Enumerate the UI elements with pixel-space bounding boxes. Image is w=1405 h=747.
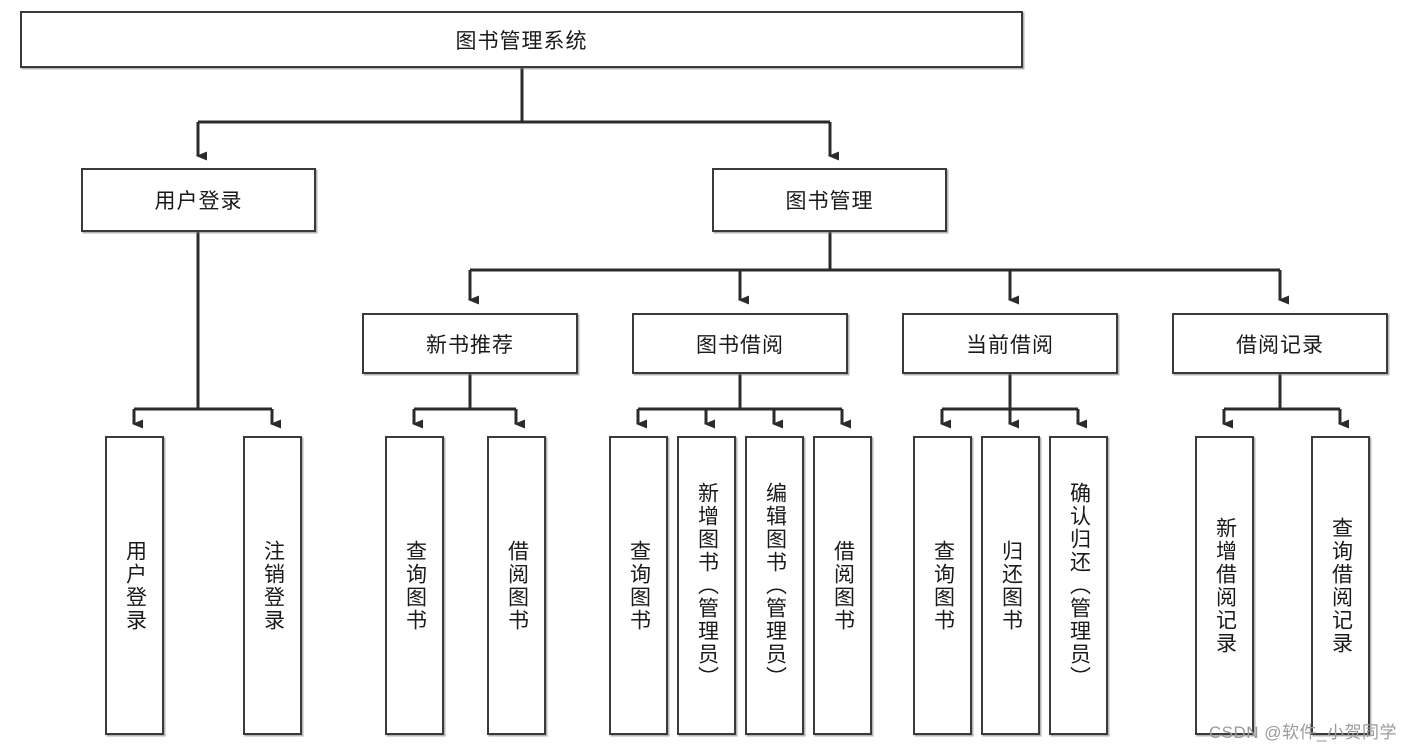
- leaf-record-query-borrow-record[interactable]: 查询借阅记录: [1311, 436, 1370, 735]
- node-borrow-record[interactable]: 借阅记录: [1172, 313, 1388, 374]
- node-root-book-management-system[interactable]: 图书管理系统: [20, 11, 1023, 68]
- leaf-borrow-borrow-book[interactable]: 借阅图书: [813, 436, 872, 735]
- node-label: 新书推荐: [426, 333, 514, 357]
- node-label: 新增图书（管理员）: [695, 482, 719, 689]
- node-book-borrow[interactable]: 图书借阅: [632, 313, 848, 374]
- leaf-recommend-borrow-book[interactable]: 借阅图书: [487, 436, 546, 735]
- watermark: CSDN @软件_小贺同学: [1208, 723, 1397, 742]
- leaf-user-login-login[interactable]: 用户登录: [105, 436, 164, 735]
- node-label: 编辑图书（管理员）: [763, 482, 787, 689]
- leaf-recommend-query-book[interactable]: 查询图书: [385, 436, 444, 735]
- node-label: 查询图书: [403, 539, 427, 632]
- node-book-management[interactable]: 图书管理: [712, 168, 947, 232]
- node-label: 图书管理: [785, 190, 874, 213]
- node-label: 借阅图书: [831, 539, 855, 632]
- leaf-user-login-logout[interactable]: 注销登录: [243, 436, 302, 735]
- node-label: 图书借阅: [696, 333, 784, 357]
- node-label: 确认归还（管理员）: [1067, 482, 1091, 689]
- leaf-record-add-borrow-record[interactable]: 新增借阅记录: [1195, 436, 1254, 735]
- node-user-login[interactable]: 用户登录: [81, 168, 316, 232]
- node-label: 借阅记录: [1236, 333, 1324, 357]
- leaf-borrow-edit-book-admin[interactable]: 编辑图书（管理员）: [745, 436, 804, 735]
- node-label: 新增借阅记录: [1213, 516, 1237, 655]
- leaf-current-confirm-return-admin[interactable]: 确认归还（管理员）: [1049, 436, 1108, 735]
- node-label: 归还图书: [999, 539, 1023, 632]
- node-current-borrow[interactable]: 当前借阅: [902, 313, 1118, 374]
- leaf-borrow-query-book[interactable]: 查询图书: [609, 436, 668, 735]
- node-label: 注销登录: [261, 539, 285, 632]
- node-label: 借阅图书: [505, 539, 529, 632]
- node-label: 查询借阅记录: [1329, 516, 1353, 655]
- node-label: 用户登录: [154, 190, 243, 213]
- leaf-borrow-add-book-admin[interactable]: 新增图书（管理员）: [677, 436, 736, 735]
- node-label: 当前借阅: [966, 333, 1054, 357]
- leaf-current-return-book[interactable]: 归还图书: [981, 436, 1040, 735]
- node-label: 查询图书: [931, 539, 955, 632]
- node-label: 用户登录: [123, 539, 147, 632]
- node-new-book-recommend[interactable]: 新书推荐: [362, 313, 578, 374]
- leaf-current-query-book[interactable]: 查询图书: [913, 436, 972, 735]
- node-label: 查询图书: [627, 539, 651, 632]
- node-label: 图书管理系统: [455, 29, 588, 53]
